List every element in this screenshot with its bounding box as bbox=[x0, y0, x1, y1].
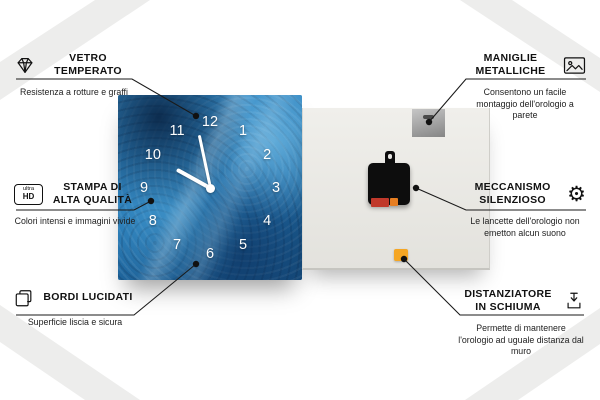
callout-head: VETRO TEMPERATO bbox=[14, 52, 134, 78]
callout-subtitle: Permette di mantenere l'orologio ad ugua… bbox=[458, 323, 584, 357]
callout-title: VETRO TEMPERATO bbox=[54, 52, 122, 78]
clock-number: 10 bbox=[144, 147, 161, 163]
ultra-hd-label: ultra bbox=[22, 186, 35, 193]
callout-head: BORDI LUCIDATI bbox=[14, 288, 136, 308]
clock-number: 11 bbox=[169, 122, 185, 139]
callout-meccanismo-silenzioso: MECCANISMO SILENZIOSO ⚙ Le lancette dell… bbox=[464, 181, 586, 239]
callout-subtitle: Superficie liscia e sicura bbox=[27, 317, 123, 327]
callout-head: MECCANISMO SILENZIOSO ⚙ bbox=[464, 181, 586, 207]
callout-subtitle: Resistenza a rotture e graffi bbox=[20, 87, 128, 98]
hanging-hook bbox=[385, 151, 395, 167]
callout-title: DISTANZIATORE IN SCHIUMA bbox=[464, 288, 552, 314]
foam-spacer bbox=[394, 249, 408, 261]
callout-subtitle: Colori intensi e immagini vivide bbox=[14, 216, 136, 227]
clock-number: 9 bbox=[139, 180, 149, 196]
ultra-hd-icon: ultra HD bbox=[14, 183, 43, 205]
clock-number: 4 bbox=[263, 213, 272, 229]
callout-distanziatore-schiuma: DISTANZIATORE IN SCHIUMA Permette di man… bbox=[458, 288, 584, 358]
callout-head: MANIGLIE METALLICHE bbox=[464, 52, 586, 78]
callout-vetro-temperato: VETRO TEMPERATO Resistenza a rotture e g… bbox=[14, 52, 134, 99]
clock-number: 8 bbox=[148, 213, 157, 229]
callout-title: STAMPA DI ALTA QUALITÀ bbox=[52, 181, 133, 207]
battery bbox=[371, 198, 389, 207]
callout-bordi-lucidati: BORDI LUCIDATI Superficie liscia e sicur… bbox=[14, 288, 136, 329]
clock-number: 7 bbox=[172, 237, 182, 254]
clock-number: 2 bbox=[263, 147, 272, 163]
callout-subtitle: Consentono un facile montaggio dell'orol… bbox=[476, 87, 574, 121]
callout-maniglie-metalliche: MANIGLIE METALLICHE Consentono un facile… bbox=[464, 52, 586, 122]
callout-head: DISTANZIATORE IN SCHIUMA bbox=[458, 288, 584, 314]
layers-icon bbox=[14, 288, 34, 308]
metal-hanger-plate bbox=[412, 109, 445, 137]
hook-hole bbox=[388, 154, 392, 159]
callout-title: BORDI LUCIDATI bbox=[43, 291, 133, 304]
callout-title: MECCANISMO SILENZIOSO bbox=[474, 181, 551, 207]
diamond-icon bbox=[14, 56, 36, 75]
clock-pattern bbox=[118, 95, 302, 280]
clock-number: 1 bbox=[238, 122, 248, 139]
gear-icon: ⚙ bbox=[567, 182, 586, 206]
spacer-down-icon bbox=[564, 291, 584, 311]
battery-chip bbox=[390, 198, 398, 206]
picture-frame-icon bbox=[563, 56, 586, 75]
clock-center-cap bbox=[205, 183, 215, 193]
clock-number: 12 bbox=[201, 114, 219, 130]
callout-subtitle: Le lancette dell'orologio non emetton al… bbox=[470, 216, 580, 238]
callout-stampa-alta-qualita: ultra HD STAMPA DI ALTA QUALITÀ Colori i… bbox=[14, 181, 136, 228]
callout-head: ultra HD STAMPA DI ALTA QUALITÀ bbox=[14, 181, 136, 207]
ultra-hd-label: HD bbox=[22, 192, 35, 202]
clock-number: 3 bbox=[271, 180, 281, 196]
clock-number: 5 bbox=[238, 237, 248, 254]
hanger-slot bbox=[423, 115, 434, 119]
callout-title: MANIGLIE METALLICHE bbox=[475, 52, 546, 78]
clock-number: 6 bbox=[205, 246, 215, 262]
